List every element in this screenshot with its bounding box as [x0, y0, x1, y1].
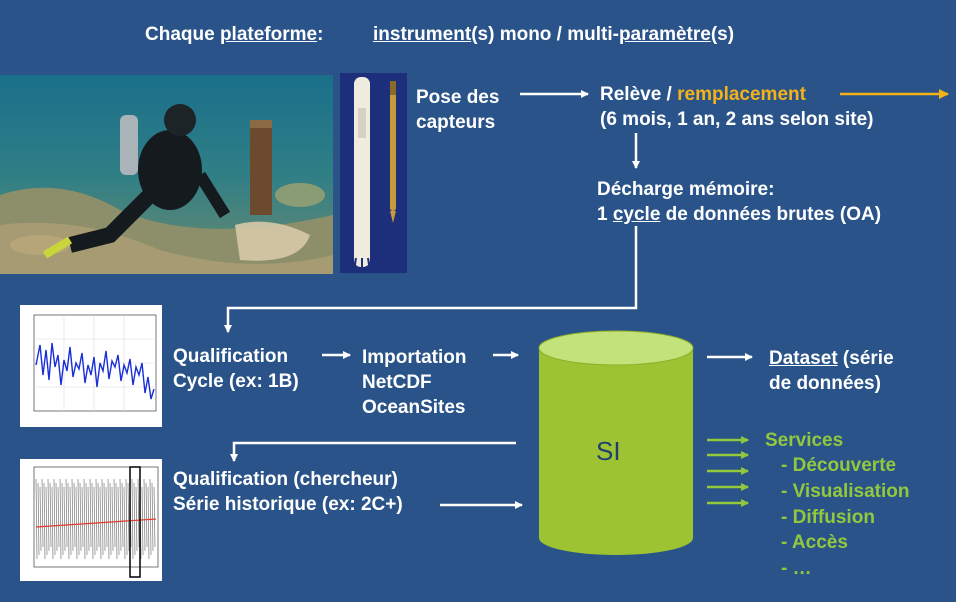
- dataset-label: Dataset (série de données): [769, 348, 894, 394]
- si-label: SI: [596, 436, 621, 466]
- services-item: - …: [781, 558, 812, 579]
- historical-series-chart-thumbnail: [20, 459, 162, 581]
- decharge-label: Décharge mémoire: 1 cycle de données bru…: [597, 179, 882, 225]
- arrow-decharge-to-qualification: [224, 226, 638, 333]
- services-item: - Diffusion: [781, 507, 875, 528]
- services-item: - Accès: [781, 532, 848, 553]
- plateforme-label: plateforme: [219, 24, 318, 45]
- diver-photo: [0, 75, 333, 274]
- header-instrument: instrument(s) mono / multi-paramètre(s): [373, 24, 735, 45]
- services-item: - Visualisation: [781, 481, 910, 502]
- cycle-chart-thumbnail: [20, 305, 162, 427]
- importation-label: Importation NetCDF OceanSites: [362, 347, 467, 418]
- services-title: Services: [765, 430, 844, 451]
- header-line: Chaque plateforme:: [145, 24, 324, 45]
- services-item: - Découverte: [781, 455, 897, 476]
- qualification-chercheur-label: Qualification (chercheur) Série historiq…: [173, 469, 403, 515]
- sensor-photo: [340, 73, 407, 273]
- releve-label: Relève / remplacement (6 mois, 1 an, 2 a…: [600, 84, 874, 130]
- pose-capteurs-label: Pose des capteurs: [416, 87, 500, 133]
- si-database-cylinder: [538, 330, 694, 555]
- qualification-cycle-label: Qualification Cycle (ex: 1B): [173, 346, 299, 392]
- arrow-si-to-qualification-chercheur: [230, 441, 516, 462]
- series-oscillation: [35, 478, 156, 560]
